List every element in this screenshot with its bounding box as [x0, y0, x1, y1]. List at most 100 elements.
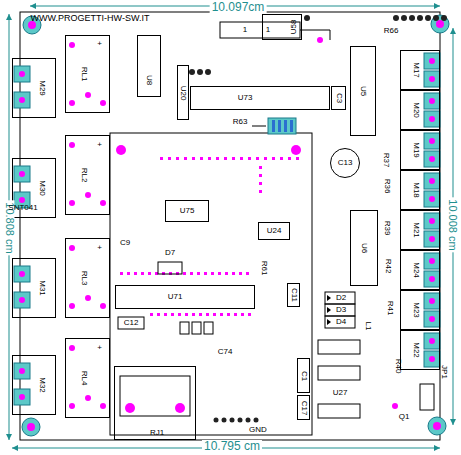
diode-outline	[325, 304, 355, 316]
pad	[69, 200, 75, 206]
pin	[433, 15, 439, 21]
pad	[125, 403, 135, 413]
pad	[148, 272, 151, 275]
pad	[259, 166, 262, 169]
silkscreen-label: R39	[383, 221, 391, 236]
silkscreen-label: D7	[165, 249, 175, 257]
silkscreen-label: R66	[384, 27, 399, 35]
arrow-head	[450, 419, 456, 425]
component-box: M24	[400, 250, 440, 290]
silkscreen-label: Q1	[399, 413, 410, 421]
component-box: M20	[400, 90, 440, 130]
silkscreen-label: C74	[218, 348, 233, 356]
pad	[246, 272, 249, 275]
terminal-pad	[14, 363, 30, 379]
terminal-pad	[424, 111, 440, 127]
jumper-outline	[420, 384, 434, 410]
diode-outline	[158, 262, 182, 274]
pin	[425, 15, 431, 21]
diode-outline	[325, 316, 355, 328]
pad	[127, 272, 130, 275]
component-box: M31	[12, 258, 56, 318]
pin	[393, 15, 399, 21]
pad	[204, 272, 207, 275]
jack-outline	[120, 376, 190, 416]
pin	[409, 15, 415, 21]
resistor-bar	[290, 120, 293, 132]
capacitor-outline	[118, 317, 144, 329]
pad	[69, 303, 75, 309]
pad	[134, 272, 137, 275]
designator: M21	[412, 222, 420, 238]
pad	[168, 157, 171, 160]
component-box: U5	[350, 46, 376, 136]
designator: RL1	[80, 67, 88, 82]
pad	[239, 272, 242, 275]
pad	[213, 313, 216, 316]
pad	[429, 316, 435, 322]
pad	[291, 145, 301, 155]
designator: C13	[338, 159, 353, 167]
silkscreen-label: R40	[394, 359, 402, 374]
component-box: M18	[400, 170, 440, 210]
mounting-hole	[22, 418, 40, 436]
pad	[197, 272, 200, 275]
resistor-bar	[272, 120, 275, 132]
pad	[429, 218, 435, 224]
pin	[205, 69, 211, 75]
pad	[199, 313, 202, 316]
terminal-pad	[424, 213, 440, 229]
component-box: C3	[331, 86, 346, 110]
pad	[259, 174, 262, 177]
silkscreen-label: U27	[333, 389, 348, 397]
pad	[69, 345, 75, 351]
resistor-bar	[284, 120, 287, 132]
pad	[190, 272, 193, 275]
pin	[214, 418, 219, 423]
connector-outline	[220, 22, 300, 38]
component-box: +RL4	[65, 338, 110, 418]
pad	[100, 303, 106, 309]
designator: M31	[38, 280, 46, 296]
pad	[19, 271, 25, 277]
pad	[85, 295, 91, 301]
pad	[429, 156, 435, 162]
component-box: M23	[400, 290, 440, 330]
terminal-pad	[424, 53, 440, 69]
designator: U20	[179, 85, 187, 100]
silkscreen-label: SNT041	[8, 204, 37, 212]
designator: M18	[412, 182, 420, 198]
silkscreen-label: R61	[260, 261, 268, 276]
pad	[19, 297, 25, 303]
arrow-head	[6, 14, 12, 20]
silkscreen-label: C9	[120, 239, 130, 247]
designator: M17	[412, 62, 420, 78]
component-box: U8	[137, 35, 161, 97]
wire	[252, 126, 266, 127]
designator: C11	[290, 288, 298, 302]
pad	[392, 403, 398, 409]
designator: M32	[38, 377, 46, 393]
pad	[69, 403, 75, 409]
designator: M19	[412, 142, 420, 158]
designator: C17	[300, 400, 308, 415]
module-outline	[110, 133, 312, 435]
pad	[69, 245, 75, 251]
board-outline	[20, 12, 440, 440]
silkscreen-label: D3	[336, 306, 346, 314]
designator: +	[97, 141, 102, 149]
pin	[417, 15, 423, 21]
mounting-hole	[428, 417, 446, 435]
component-box: M17	[400, 50, 440, 90]
pad	[224, 157, 227, 160]
pad	[429, 76, 435, 82]
terminal-pad	[14, 66, 30, 82]
component-box: M29	[12, 58, 56, 118]
terminal-pad	[424, 191, 440, 207]
arrow-head	[30, 3, 36, 9]
mounting-hole-centre	[433, 422, 441, 430]
pad	[141, 272, 144, 275]
pad	[192, 313, 195, 316]
terminal-pad	[14, 266, 30, 282]
